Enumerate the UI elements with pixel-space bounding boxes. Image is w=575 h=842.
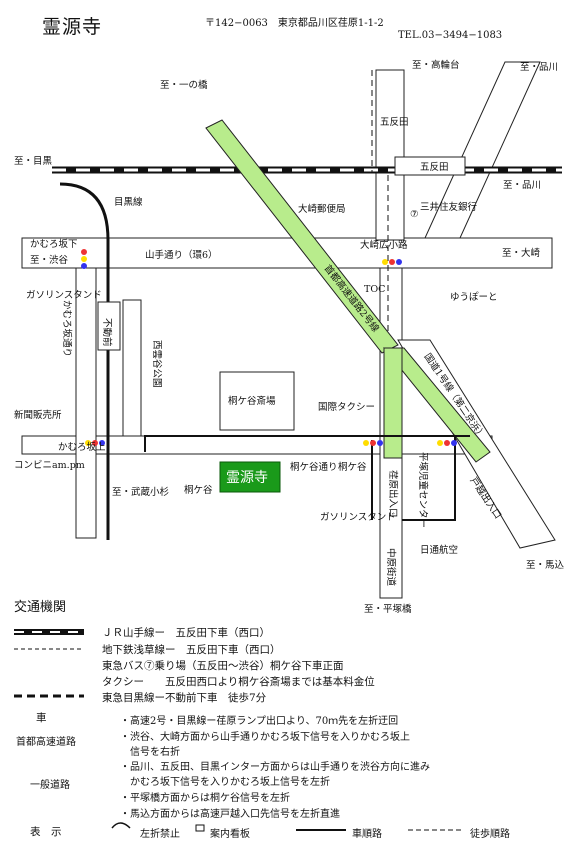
label-shinbun: 新聞販売所 bbox=[14, 409, 62, 421]
label-mitsui: 三井住友銀行 bbox=[420, 201, 478, 213]
temple-box bbox=[219, 461, 281, 493]
transit-title: 交通機関 bbox=[14, 600, 67, 615]
label-osaki-post: 大崎郵便局 bbox=[298, 203, 346, 215]
label-osaki-hirokoji: 大崎広小路 bbox=[360, 239, 408, 251]
transit-taxi: タクシー 五反田西口より桐ケ谷斎場までは基本料金位 bbox=[102, 676, 375, 688]
telephone: TEL.03−3494−1083 bbox=[398, 30, 503, 41]
shuto-label: 首都高速道路 bbox=[16, 737, 76, 748]
road-gotanda-vertical bbox=[375, 69, 405, 241]
label-ebara-iriguchi: 荏原出入口 bbox=[387, 470, 399, 518]
label-meguro-line: 目黒線 bbox=[114, 196, 143, 208]
shuto-expressway bbox=[205, 119, 399, 354]
transit-subway: 地下鉄浅草線ー 五反田下車（西口） bbox=[102, 644, 281, 656]
label-to-hiratsukabashi: 至・平塚橋 bbox=[364, 603, 412, 615]
label-to-musashikosugi: 至・武蔵小杉 bbox=[112, 486, 170, 498]
label-toc: TOC bbox=[364, 284, 385, 295]
road-kamurozaka bbox=[75, 267, 97, 539]
label-to-osaki: 至・大崎 bbox=[502, 247, 541, 259]
label-to-meguro: 至・目黒 bbox=[14, 156, 53, 167]
label-to-shinagawa-top: 至・品川 bbox=[520, 62, 558, 73]
road-fudomae bbox=[122, 299, 142, 437]
roads bbox=[21, 61, 556, 599]
car-note-4: ・品川、五反田、目黒インター方面からは山手通りを渋谷方向に進み bbox=[120, 762, 430, 773]
car-note-5: かむろ坂下信号を入りかむろ坂上信号を左折 bbox=[120, 777, 330, 788]
legend-symbols bbox=[14, 629, 462, 832]
address: 〒142−0063 東京都品川区荏原1-1-2 bbox=[205, 18, 384, 29]
label-yamate: 山手通り（環6） bbox=[145, 249, 218, 261]
car-note-3: 信号を右折 bbox=[120, 747, 180, 758]
symbol-sign: 案内看板 bbox=[210, 829, 250, 840]
ippan-label: 一般道路 bbox=[30, 780, 70, 791]
label-to-magome: 至・馬込 bbox=[526, 560, 565, 571]
label-conbini: コンビニam.pm bbox=[14, 460, 85, 471]
label-kokusai-taxi: 国際タクシー bbox=[318, 401, 375, 413]
label-kirigaya-park: 西雲谷公園 bbox=[151, 340, 162, 388]
label-nakahara: 中原街道 bbox=[385, 548, 397, 587]
label-kirigaya-saijo: 桐ケ谷斎場 bbox=[228, 395, 276, 407]
fudomae-box bbox=[97, 301, 121, 351]
label-yuupooto: ゆうぽーと bbox=[450, 292, 498, 303]
transit-jr: ＪＲ山手線ー 五反田下車（西口） bbox=[102, 627, 270, 639]
transit-meguro: 東急目黒線ー不動前下車 徒歩7分 bbox=[102, 692, 267, 704]
label-gas2: ガソリンスタンド bbox=[320, 512, 396, 523]
car-label: 車 bbox=[36, 712, 47, 724]
label-jido-center: 平塚児童センター bbox=[417, 452, 429, 528]
car-note-1: ・高速2号・目黒線ー荏原ランプ出口より、70ｍ先を左折迂回 bbox=[120, 716, 399, 727]
kirigaya-saijo-building bbox=[219, 371, 295, 431]
transit-bus: 東急バス⑦乗り場（五反田〜渋谷）桐ケ谷下車正面 bbox=[102, 660, 344, 672]
label-gas1: ガソリンスタンド bbox=[26, 290, 102, 301]
symbol-car-route: 車順路 bbox=[352, 829, 382, 840]
label-to-ichinohashi: 至・一の橋 bbox=[160, 79, 208, 91]
label-nikko: 日通航空 bbox=[420, 544, 458, 556]
label-gotanda-vertical: 五反田 bbox=[380, 117, 409, 128]
gotanda-station-box bbox=[394, 156, 466, 176]
meguro-line bbox=[59, 182, 110, 540]
road-yamate bbox=[21, 237, 553, 269]
page-title: 霊源寺 bbox=[42, 16, 103, 38]
label-to-shinagawa-right: 至・品川 bbox=[503, 180, 541, 191]
car-note-2: ・渋谷、大崎方面から山手通りかむろ坂下信号を入りかむろ坂上 bbox=[120, 732, 410, 743]
symbol-no-left: 左折禁止 bbox=[140, 829, 180, 840]
label-bus7: ⑦ bbox=[410, 209, 419, 220]
symbols-title: 表 示 bbox=[30, 826, 62, 838]
car-note-7: ・馬込方面からは高速戸越入口先信号を左折直進 bbox=[120, 809, 340, 820]
traffic-signals bbox=[81, 249, 457, 446]
expressway-ramp bbox=[383, 347, 403, 459]
label-kamurozaka-dori: かむろ坂通り bbox=[61, 300, 72, 357]
label-kamurozaka-ue: かむろ坂上 bbox=[58, 442, 106, 453]
road-shinagawa bbox=[424, 61, 541, 239]
label-to-shibuya: 至・渋谷 bbox=[30, 254, 69, 266]
label-kamurozaka-shita: かむろ坂下 bbox=[30, 239, 78, 250]
label-kirigaya-bus: 桐ケ谷 bbox=[184, 484, 213, 496]
car-note-6: ・平塚橋方面からは桐ケ谷信号を左折 bbox=[120, 793, 290, 804]
temple-label: 霊源寺 bbox=[226, 470, 268, 486]
label-kirigaya-dori: 桐ケ谷通り bbox=[290, 461, 338, 473]
label-shuto: 首都高速道路2号線 bbox=[322, 262, 382, 334]
label-gotanda-station: 五反田 bbox=[420, 162, 449, 173]
car-route-kirigaya bbox=[144, 435, 470, 452]
car-route-ebara bbox=[402, 436, 456, 521]
label-to-takanawa: 至・高輪台 bbox=[412, 59, 460, 71]
symbol-walk-route: 徒歩順路 bbox=[470, 829, 510, 840]
label-kirigaya-signal: 桐ケ谷 bbox=[338, 461, 367, 473]
label-fudomae: 不動前 bbox=[101, 318, 113, 347]
